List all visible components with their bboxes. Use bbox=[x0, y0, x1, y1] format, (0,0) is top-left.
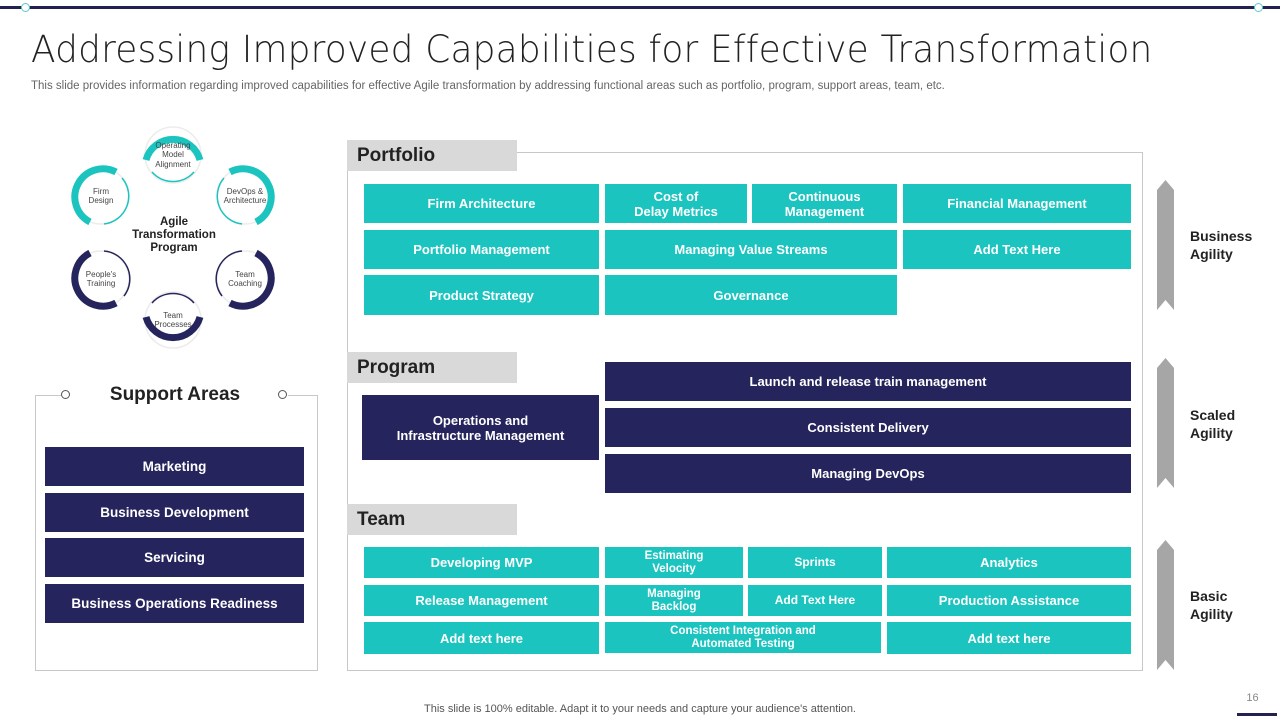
support-areas-title: Support Areas bbox=[109, 384, 241, 405]
up-arrow-icon bbox=[1157, 180, 1174, 310]
up-arrow-icon bbox=[1157, 540, 1174, 670]
frame-dot bbox=[278, 390, 287, 399]
top-border-line bbox=[0, 6, 1280, 9]
ring-icon bbox=[71, 249, 131, 310]
team-item: Sprints bbox=[748, 547, 882, 578]
portfolio-item: Portfolio Management bbox=[364, 230, 599, 269]
page-number-underline bbox=[1237, 713, 1277, 716]
top-right-dot bbox=[1254, 3, 1263, 12]
team-item: Add text here bbox=[887, 622, 1131, 654]
top-left-dot bbox=[21, 3, 30, 12]
support-item-servicing: Servicing bbox=[45, 538, 304, 577]
team-item: Production Assistance bbox=[887, 585, 1131, 616]
ring-icon bbox=[71, 165, 130, 226]
ring-icon bbox=[216, 165, 275, 226]
page-number: 16 bbox=[1246, 692, 1259, 704]
ring-icon bbox=[142, 291, 204, 349]
support-areas-frame bbox=[35, 395, 318, 671]
section-label-program: Program bbox=[347, 352, 517, 383]
program-item: Launch and release train management bbox=[605, 362, 1131, 401]
portfolio-item: Product Strategy bbox=[364, 275, 599, 315]
up-arrow-icon bbox=[1157, 358, 1174, 488]
portfolio-item: Managing Value Streams bbox=[605, 230, 897, 269]
team-item: Add text here bbox=[364, 622, 599, 654]
ring-icon bbox=[215, 249, 275, 310]
portfolio-item: Add Text Here bbox=[903, 230, 1131, 269]
portfolio-item: Governance bbox=[605, 275, 897, 315]
slide-subtitle: This slide provides information regardin… bbox=[31, 80, 945, 92]
portfolio-item: Firm Architecture bbox=[364, 184, 599, 223]
section-label-team: Team bbox=[347, 504, 517, 535]
team-item: Analytics bbox=[887, 547, 1131, 578]
team-item: Developing MVP bbox=[364, 547, 599, 578]
program-item: Consistent Delivery bbox=[605, 408, 1131, 447]
frame-dot bbox=[61, 390, 70, 399]
slide-title: Addressing Improved Capabilities for Eff… bbox=[31, 28, 1153, 71]
cycle-node-devops: DevOps &Architecture bbox=[212, 163, 278, 229]
team-item: Release Management bbox=[364, 585, 599, 616]
section-label-portfolio: Portfolio bbox=[347, 140, 517, 171]
slide-footer: This slide is 100% editable. Adapt it to… bbox=[424, 703, 856, 715]
support-item-business-development: Business Development bbox=[45, 493, 304, 532]
ring-icon bbox=[142, 126, 204, 184]
capabilities-panel bbox=[347, 152, 1143, 671]
program-item: Managing DevOps bbox=[605, 454, 1131, 493]
portfolio-item: Financial Management bbox=[903, 184, 1131, 223]
team-item: Add Text Here bbox=[748, 585, 882, 616]
support-item-operations-readiness: Business Operations Readiness bbox=[45, 584, 304, 623]
cycle-center-label: Agile Transformation Program bbox=[132, 216, 216, 254]
support-item-marketing: Marketing bbox=[45, 447, 304, 486]
